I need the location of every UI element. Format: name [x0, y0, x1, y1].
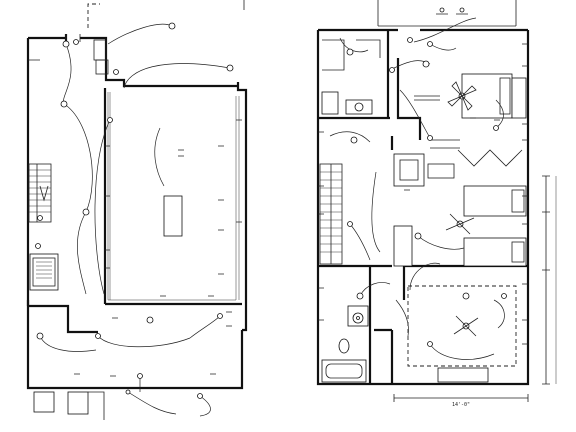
right-plan-outer-wall	[316, 28, 530, 386]
left-plan-top-wall	[80, 36, 238, 88]
right-outlets	[318, 13, 528, 345]
left-stoop-box-1	[33, 391, 55, 413]
window-seat	[437, 367, 489, 383]
bathroom-fixtures	[321, 91, 373, 383]
right-electrical-circuits	[329, 17, 505, 360]
ceiling-fan-1	[447, 81, 477, 111]
mechanical-shaft	[393, 153, 425, 187]
bedroom-bed-3	[463, 237, 527, 267]
left-outlets	[74, 119, 242, 377]
equipment-panel	[29, 253, 59, 291]
left-fixtures	[35, 22, 234, 399]
left-stoop-box-2	[67, 391, 89, 415]
bedroom-bed-2	[463, 185, 527, 217]
dimension-lines: 14'-0"	[393, 175, 557, 408]
central-column	[163, 195, 183, 237]
left-plan-dashed-line	[87, 3, 100, 28]
overall-dimension-label: 14'-0"	[452, 402, 470, 408]
right-floor-plan: 14'-0"	[316, 0, 557, 408]
left-stairs	[28, 163, 52, 223]
left-plan-interior-wall	[26, 88, 242, 334]
ceiling-fan-3	[453, 315, 479, 337]
right-fixtures	[346, 7, 507, 347]
closet-small	[393, 225, 413, 267]
left-electrical-circuits	[39, 23, 231, 417]
bedroom-bed-1	[461, 73, 527, 119]
left-floor-plan	[26, 0, 248, 420]
ceiling-fan-2	[445, 213, 475, 235]
